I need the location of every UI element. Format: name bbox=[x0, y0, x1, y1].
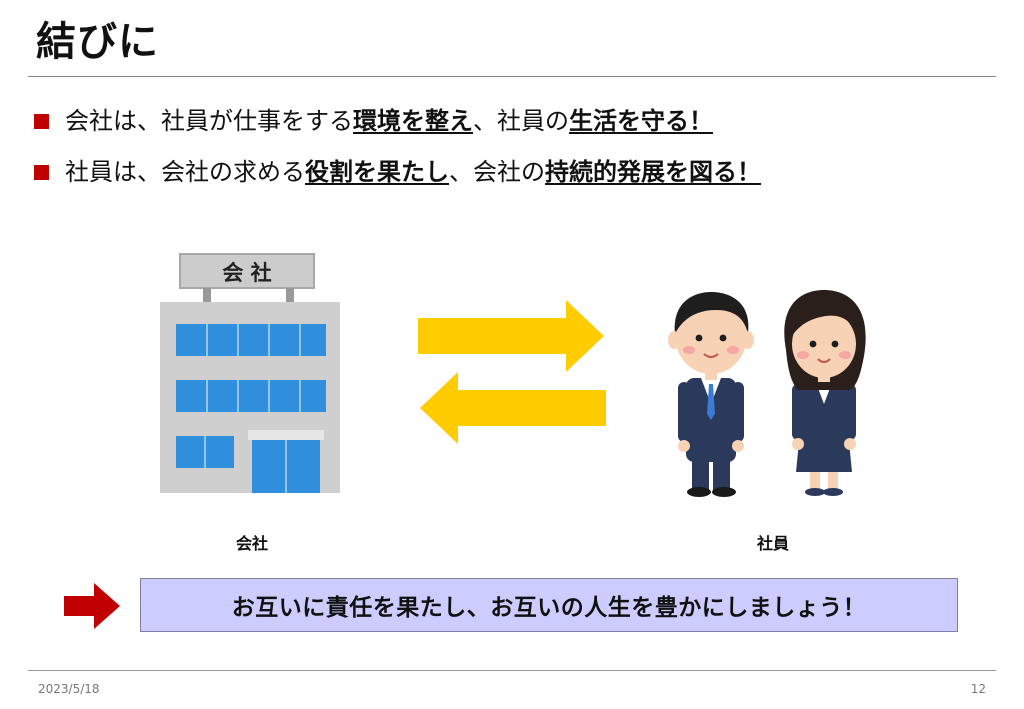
male-employee-figure bbox=[668, 292, 754, 497]
bullet-item-company: 会社は、社員が仕事をする環境を整え、社員の生活を守る！ bbox=[34, 103, 713, 139]
employees-caption: 社員 bbox=[756, 534, 789, 553]
conclusion-banner: お互いに責任を果たし、お互いの人生を豊かにしましょう！ bbox=[140, 578, 958, 632]
bullet-text: 社員は、会社の求める役割を果たし、会社の持続的発展を図る！ bbox=[65, 154, 761, 190]
company-signboard bbox=[179, 253, 315, 289]
page-number: 12 bbox=[970, 682, 986, 696]
arrow-left-icon bbox=[420, 372, 606, 444]
bullet-segment: 会社は、社員が仕事をする bbox=[65, 107, 353, 135]
entrance-awning bbox=[248, 430, 324, 440]
conclusion-arrow-icon bbox=[64, 583, 120, 629]
bullet-square-icon bbox=[34, 164, 49, 180]
bullet-segment: 、会社の bbox=[449, 158, 545, 186]
arrow-right-icon bbox=[418, 300, 604, 372]
conclusion-text: お互いに責任を果たし、お互いの人生を豊かにしましょう！ bbox=[231, 595, 867, 621]
exchange-arrows-illustration bbox=[418, 300, 606, 444]
bullet-emphasis: 生活を守る！ bbox=[569, 107, 713, 135]
company-sign-text: 会 社 bbox=[222, 261, 271, 285]
bullet-square-icon bbox=[34, 113, 49, 129]
employees-illustration bbox=[668, 290, 866, 497]
title-divider bbox=[28, 76, 996, 77]
company-caption: 会社 bbox=[235, 534, 268, 553]
bullet-text: 会社は、社員が仕事をする環境を整え、社員の生活を守る！ bbox=[65, 103, 713, 139]
company-building-illustration: 会 社 bbox=[160, 253, 340, 493]
bullet-emphasis: 持続的発展を図る！ bbox=[545, 158, 761, 186]
footer-date: 2023/5/18 bbox=[38, 682, 100, 696]
footer-divider bbox=[28, 670, 996, 671]
bullet-segment: 社員は、会社の求める bbox=[65, 158, 305, 186]
bullet-emphasis: 役割を果たし bbox=[305, 158, 449, 186]
slide-title: 結びに bbox=[36, 19, 159, 65]
bullet-segment: 、社員の bbox=[473, 107, 569, 135]
bullet-emphasis: 環境を整え bbox=[353, 107, 473, 135]
bullet-item-employee: 社員は、会社の求める役割を果たし、会社の持続的発展を図る！ bbox=[34, 154, 761, 190]
female-employee-figure bbox=[784, 290, 866, 496]
